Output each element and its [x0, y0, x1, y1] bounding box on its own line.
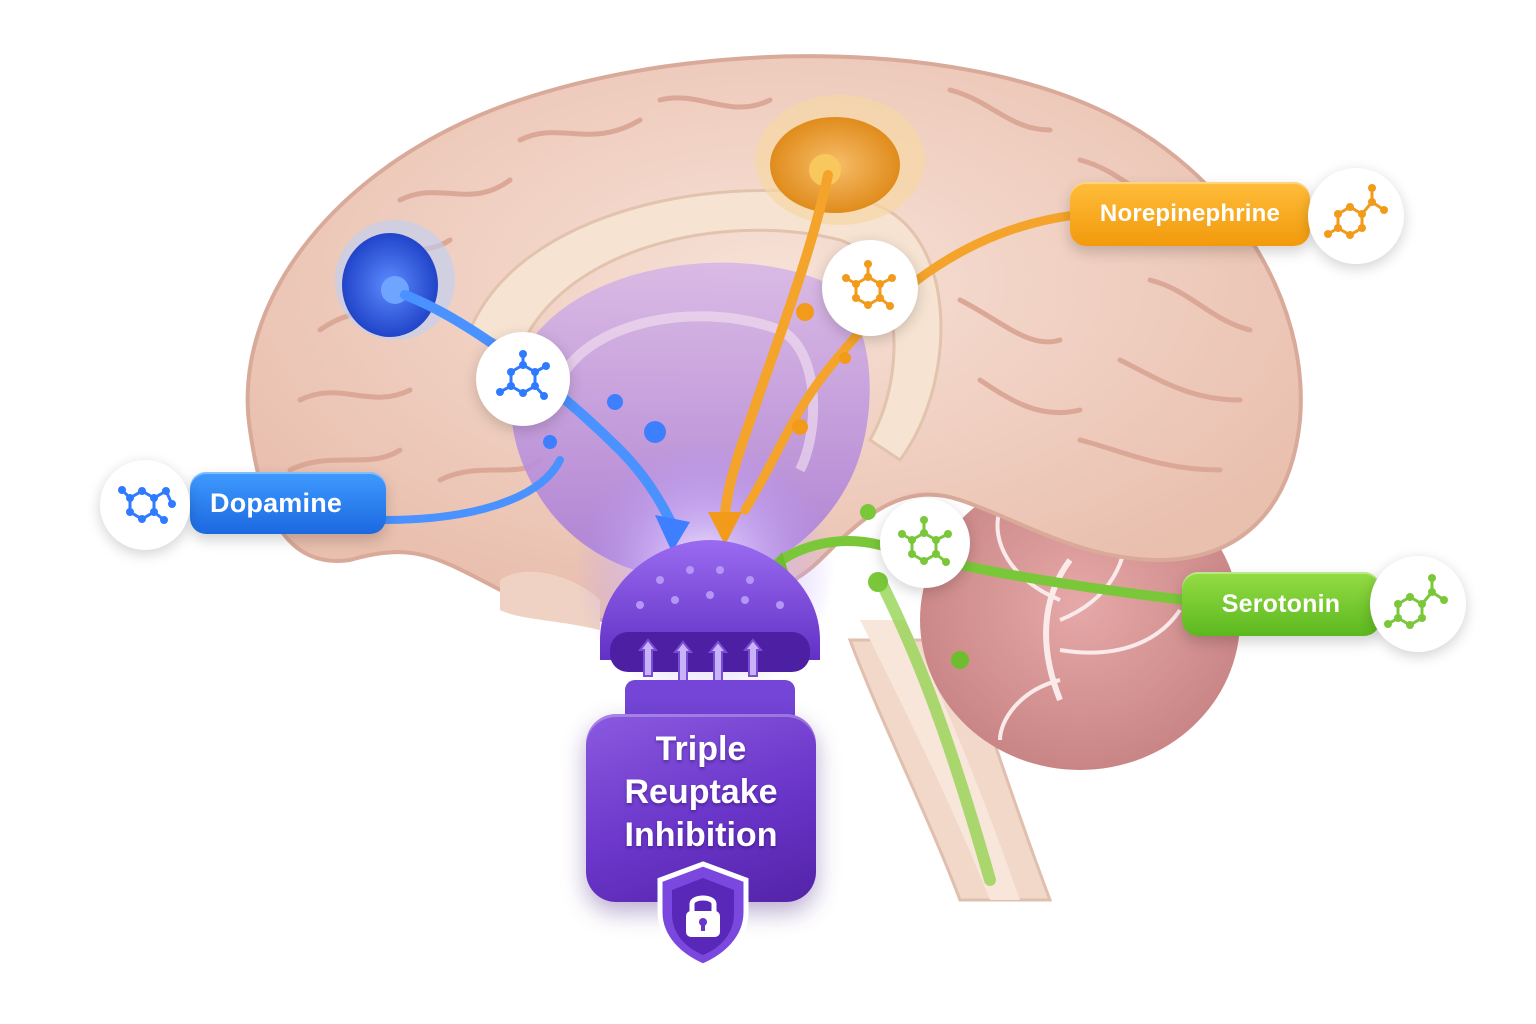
dopamine-molecule-badge — [100, 460, 190, 550]
serotonin-stem-path — [874, 574, 996, 886]
norepinephrine-molecule-badge — [1308, 168, 1404, 264]
dopamine-molecule-badge-2 — [476, 332, 570, 426]
serotonin-molecule-badge — [1370, 556, 1466, 652]
serotonin-molecule-badge-2 — [880, 498, 970, 588]
dopamine-label-text: Dopamine — [210, 487, 343, 518]
molecule-icon — [1324, 184, 1388, 239]
shield-lock-icon — [657, 861, 749, 969]
inhibition-title-line-1: Triple — [655, 730, 747, 768]
serotonin-label-text: Serotonin — [1221, 589, 1341, 618]
norepinephrine-label: Norepinephrine — [1070, 182, 1310, 246]
inhibition-title: Triple Reuptake Inhibition — [586, 728, 816, 857]
locus-region — [755, 95, 925, 225]
inhibition-title-line-3: Inhibition — [624, 816, 778, 854]
norepinephrine-pathway — [708, 170, 1080, 545]
serotonin-label: Serotonin — [1182, 572, 1380, 636]
norepinephrine-molecule-badge-2 — [822, 240, 918, 336]
dopamine-pathway — [381, 290, 690, 552]
norepinephrine-label-text: Norepinephrine — [1099, 200, 1281, 227]
molecule-icon — [1384, 574, 1448, 629]
inhibition-title-line-2: Reuptake — [624, 773, 778, 811]
receptor-dome — [600, 540, 820, 724]
prefrontal-region — [335, 220, 455, 340]
molecule-icon — [118, 486, 176, 524]
molecule-icon — [898, 516, 952, 566]
particles — [543, 303, 888, 592]
molecule-icon — [842, 260, 896, 310]
molecule-icon — [496, 350, 550, 400]
dopamine-label: Dopamine — [190, 472, 386, 534]
